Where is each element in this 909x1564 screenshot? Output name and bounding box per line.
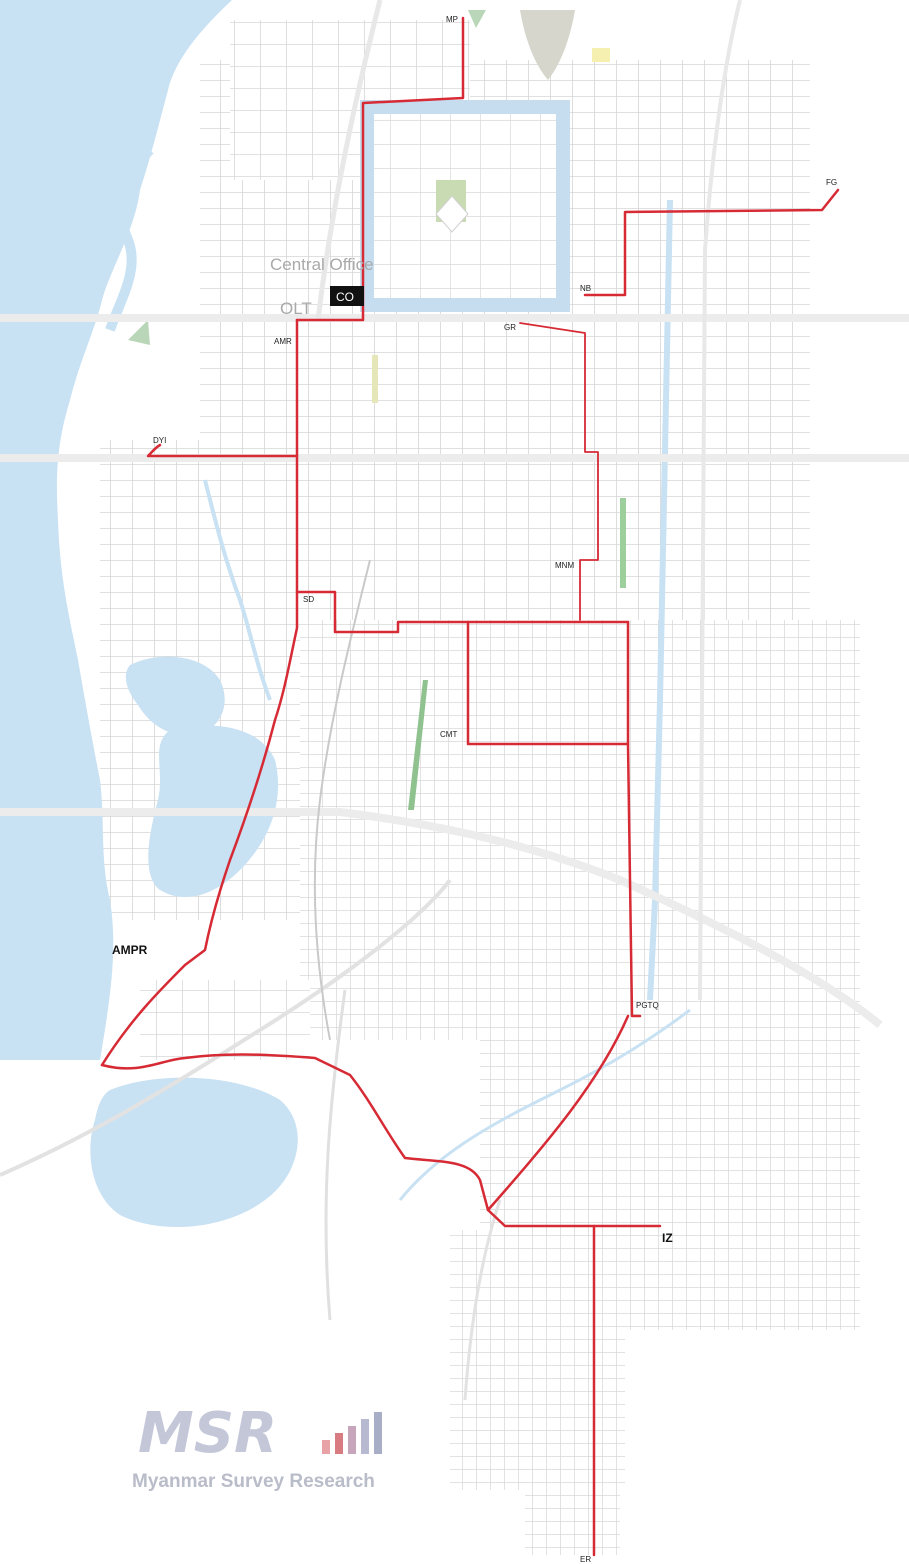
pgtq-label: PGTQ: [636, 1001, 659, 1010]
lake-north: [125, 656, 225, 736]
logo-tagline: Myanmar Survey Research: [132, 1471, 375, 1492]
logo-bars-icon: [322, 1412, 382, 1454]
bottom-label: ER: [580, 1555, 591, 1564]
msr-logo: MSR Myanmar Survey Research: [132, 1401, 382, 1492]
mnm-label: MNM: [555, 561, 574, 570]
mp-label: MP: [446, 15, 458, 24]
main-roads: [0, 0, 909, 1401]
nb-label: NB: [580, 284, 591, 293]
canal-west: [203, 479, 272, 701]
river: [0, 0, 232, 1060]
canal-east: [647, 199, 673, 1001]
fiber-route: [100, 16, 840, 1557]
ampr-label: AMPR: [112, 943, 148, 957]
amr-label: AMR: [274, 337, 292, 346]
dyi-label: DYI: [153, 436, 166, 445]
lake-south: [90, 1077, 298, 1227]
gr-label: GR: [504, 323, 516, 332]
street-grid: [100, 20, 860, 1555]
parks: [128, 10, 626, 810]
olt-label: OLT: [280, 299, 312, 318]
co-label: CO: [336, 290, 354, 304]
logo-mark: MSR: [138, 1401, 277, 1466]
map-labels: Central Office OLT CO MP FG NB GR AMR DY…: [112, 15, 837, 1564]
cmt-label: CMT: [440, 730, 457, 739]
fg-label: FG: [826, 178, 837, 187]
mandalay-hill: [520, 10, 575, 80]
sd-label: SD: [303, 595, 314, 604]
central-office-label: Central Office: [270, 255, 374, 274]
iz-label: IZ: [662, 1231, 673, 1245]
palace-compound: [360, 100, 570, 312]
river-east-bank-branch: [105, 146, 154, 332]
co-marker: [330, 286, 364, 306]
